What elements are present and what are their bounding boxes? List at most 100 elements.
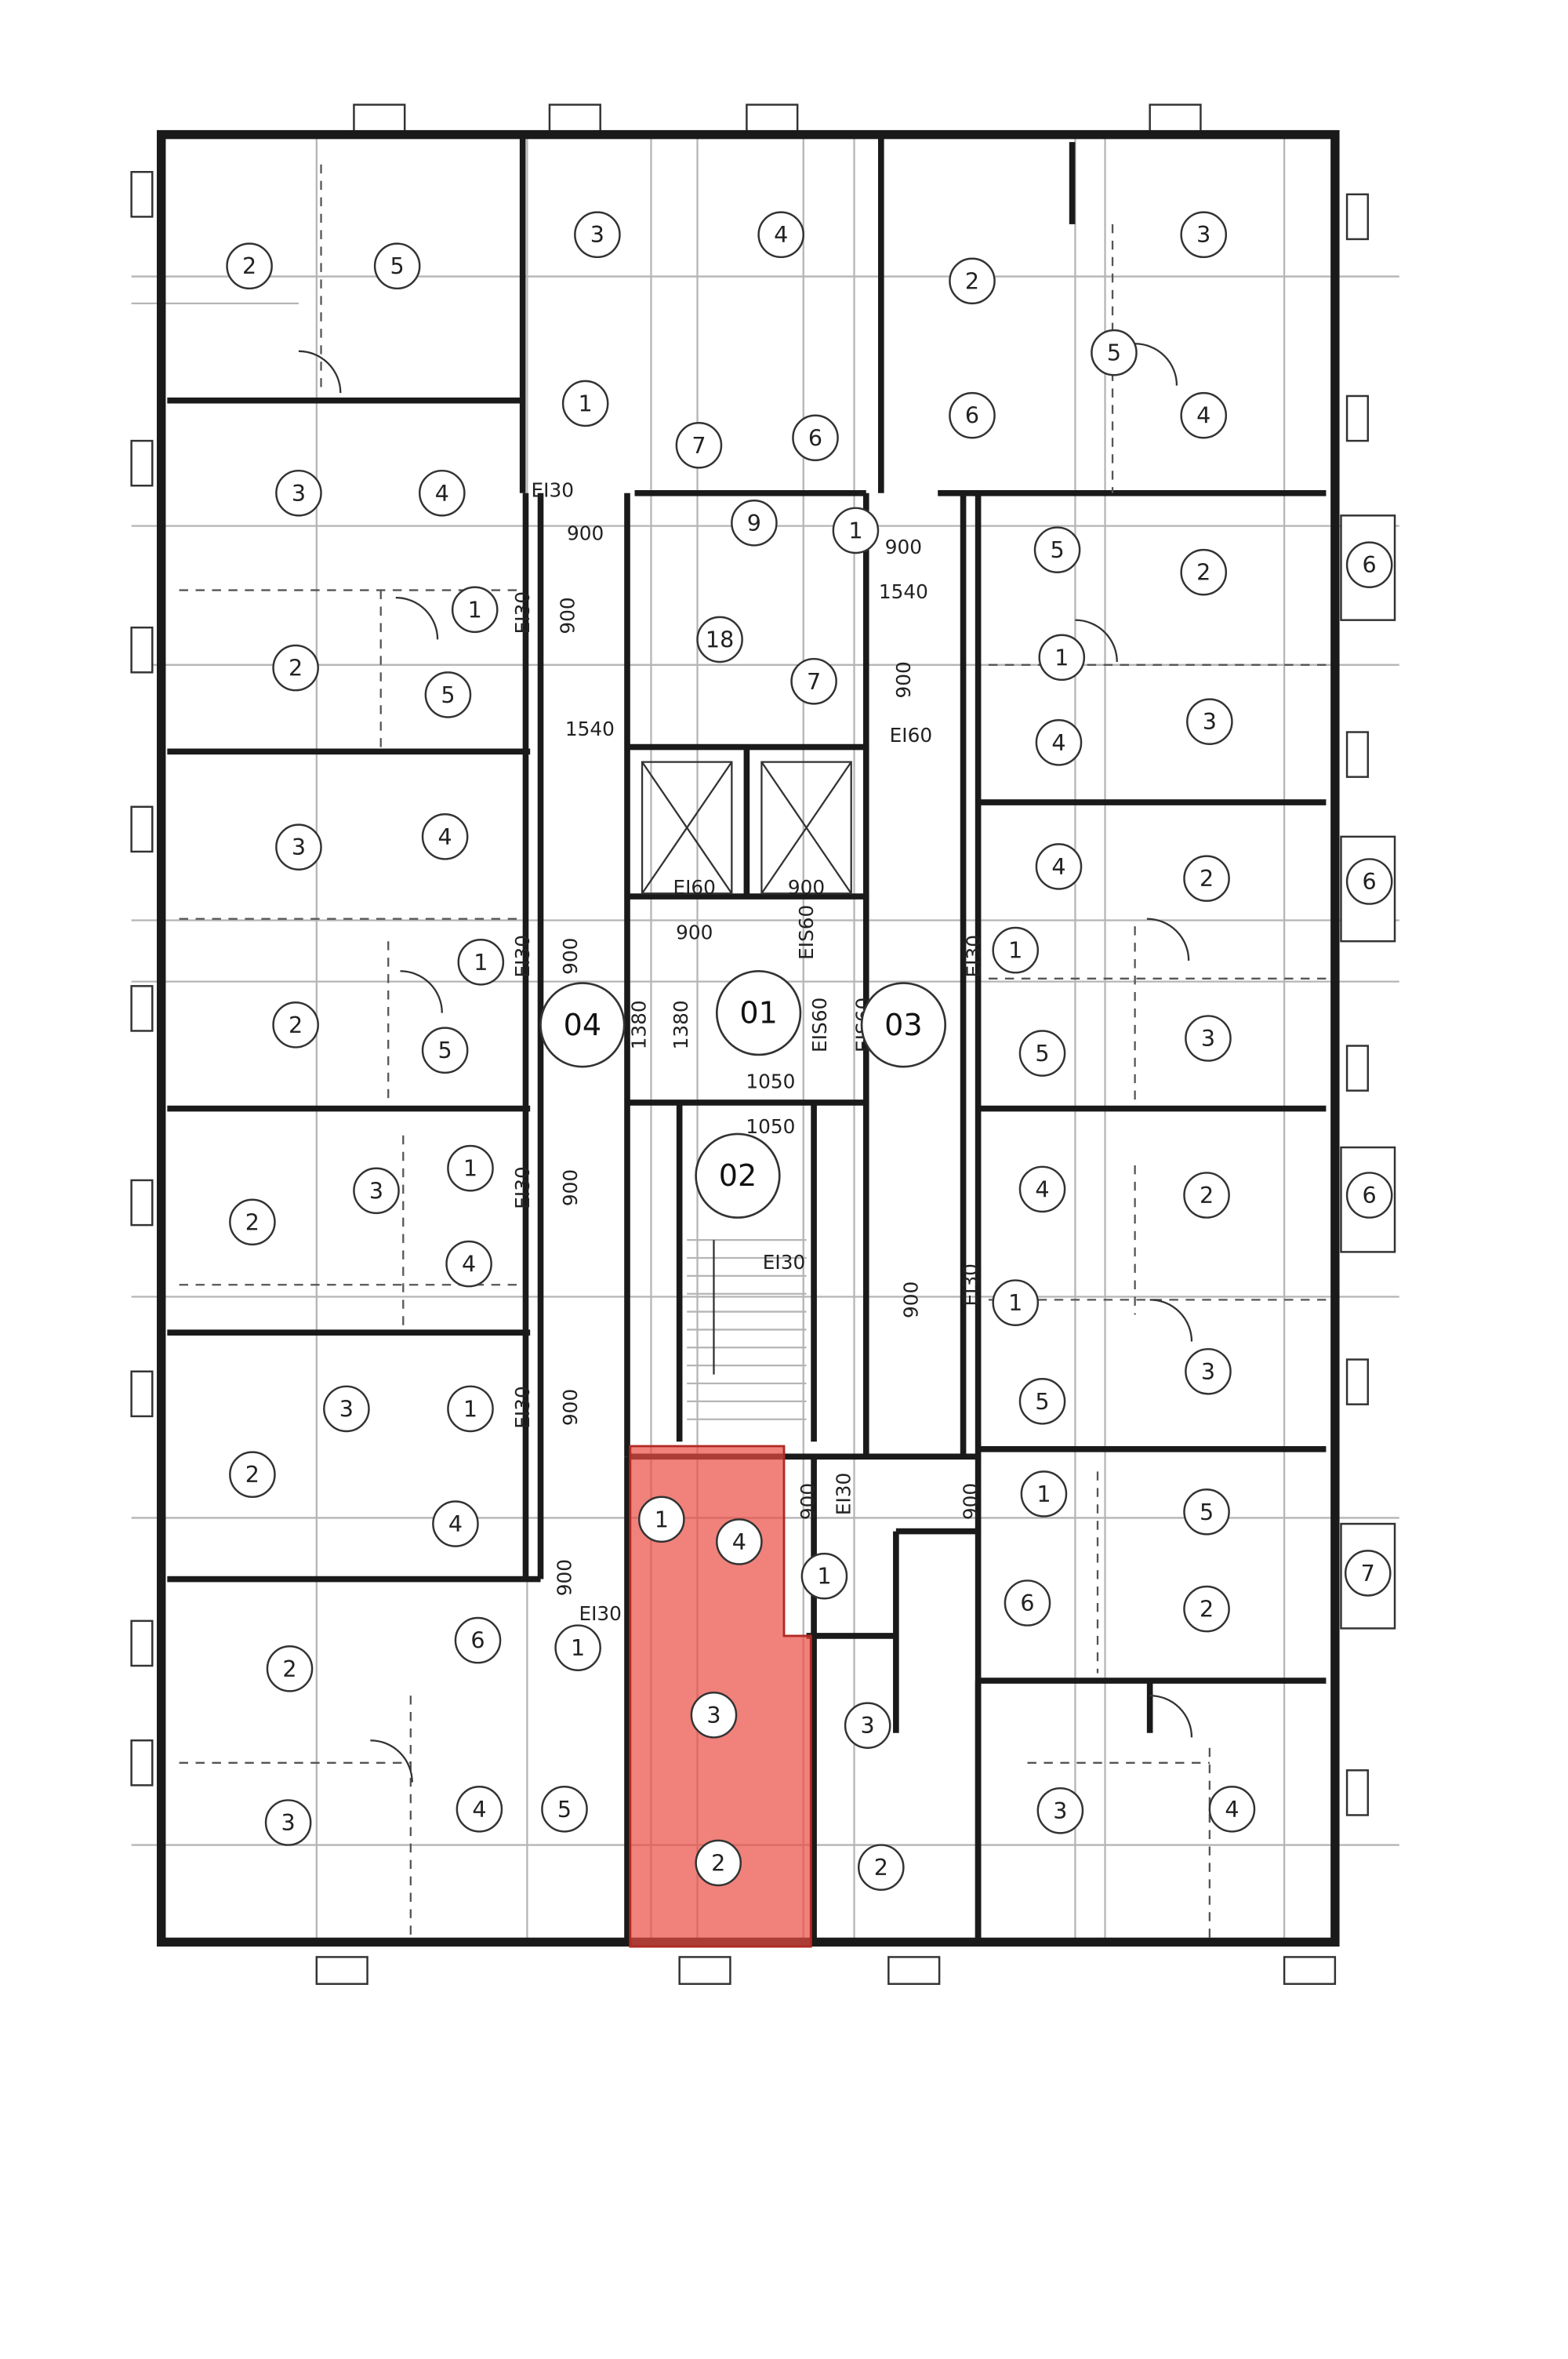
room-circle bbox=[275, 469, 322, 517]
room-marker: 3 bbox=[1036, 1787, 1084, 1834]
window bbox=[353, 104, 406, 133]
room-circle bbox=[1345, 541, 1393, 589]
room-circle bbox=[229, 1198, 276, 1246]
dimension-label: EI60 bbox=[673, 876, 715, 899]
room-circle bbox=[264, 1799, 312, 1846]
room-circle bbox=[1185, 1015, 1232, 1062]
room-circle bbox=[1345, 1172, 1393, 1219]
room-circle bbox=[858, 1844, 905, 1891]
room-marker: 5 bbox=[541, 1786, 588, 1833]
room-circle bbox=[1033, 526, 1081, 573]
room-number: 2 bbox=[289, 1012, 303, 1038]
dimension-label: EIS60 bbox=[808, 998, 831, 1052]
room-marker: 5 bbox=[421, 1027, 469, 1074]
room-marker: 1 bbox=[447, 1144, 494, 1192]
room-number: 4 bbox=[1051, 853, 1065, 880]
room-number: 6 bbox=[808, 424, 822, 451]
room-marker: 2 bbox=[1180, 548, 1228, 596]
room-circle bbox=[457, 939, 505, 986]
room-marker: 4 bbox=[1180, 391, 1228, 439]
room-circle bbox=[226, 242, 273, 290]
room-marker: 1 bbox=[451, 586, 499, 634]
dimension-label: 900 bbox=[885, 536, 922, 558]
room-circle bbox=[445, 1240, 492, 1288]
room-marker: 9 bbox=[731, 500, 778, 547]
room-circle bbox=[554, 1624, 601, 1671]
room-marker: 4 bbox=[456, 1786, 503, 1833]
core-number: 01 bbox=[739, 996, 777, 1030]
room-circle bbox=[1208, 1786, 1256, 1833]
room-circle bbox=[275, 823, 322, 871]
room-number: 1 bbox=[817, 1563, 831, 1590]
room-marker: 2 bbox=[695, 1839, 742, 1887]
room-number: 5 bbox=[438, 1037, 452, 1063]
room-number: 1 bbox=[1036, 1481, 1051, 1507]
room-marker: 7 bbox=[1344, 1550, 1392, 1597]
window bbox=[130, 1619, 154, 1667]
room-number: 5 bbox=[1050, 536, 1064, 563]
door-swing bbox=[1149, 1299, 1193, 1342]
room-number: 3 bbox=[861, 1712, 875, 1739]
room-circle bbox=[832, 507, 880, 554]
room-marker: 2 bbox=[858, 1844, 905, 1891]
room-circle bbox=[949, 391, 996, 439]
room-number: 1 bbox=[1054, 644, 1069, 671]
room-number: 2 bbox=[1200, 865, 1214, 892]
room-marker: 4 bbox=[1035, 843, 1083, 890]
room-number: 3 bbox=[369, 1177, 383, 1204]
room-number: 5 bbox=[1200, 1499, 1214, 1525]
elevator-cross bbox=[641, 761, 733, 894]
dimension-label: 1380 bbox=[628, 1000, 651, 1049]
room-number: 2 bbox=[245, 1209, 260, 1235]
room-circle bbox=[675, 422, 723, 469]
door-swing bbox=[1149, 1694, 1193, 1738]
room-circle bbox=[1004, 1579, 1051, 1627]
window bbox=[130, 1179, 154, 1227]
room-number: 2 bbox=[1200, 1182, 1214, 1209]
room-number: 1 bbox=[463, 1155, 477, 1182]
room-circle bbox=[695, 1839, 742, 1887]
room-marker: 4 bbox=[1035, 719, 1083, 766]
room-circle bbox=[456, 1786, 503, 1833]
room-circle bbox=[266, 1645, 314, 1692]
core-circle bbox=[539, 982, 626, 1068]
window bbox=[548, 104, 601, 133]
door-swing bbox=[395, 596, 439, 640]
room-number: 4 bbox=[1051, 729, 1065, 756]
room-circle bbox=[451, 586, 499, 634]
room-marker: 4 bbox=[418, 469, 466, 517]
room-number: 4 bbox=[472, 1796, 486, 1823]
dimension-label: EI30 bbox=[763, 1251, 805, 1274]
core-number: 02 bbox=[719, 1158, 757, 1193]
room-marker: 5 bbox=[1091, 329, 1138, 376]
core-number: 04 bbox=[564, 1008, 601, 1042]
room-marker: 3 bbox=[264, 1799, 312, 1846]
room-circle bbox=[1183, 855, 1230, 902]
dimension-label: 900 bbox=[788, 876, 825, 899]
room-number: 7 bbox=[807, 668, 821, 695]
core-marker: 03 bbox=[860, 982, 947, 1068]
dimension-label: EI30 bbox=[962, 935, 985, 977]
room-circle bbox=[1018, 1030, 1066, 1077]
core-marker: 02 bbox=[695, 1132, 781, 1219]
room-number: 2 bbox=[874, 1854, 888, 1881]
room-marker: 3 bbox=[574, 211, 621, 259]
room-number: 6 bbox=[965, 402, 979, 429]
room-number: 1 bbox=[571, 1634, 585, 1661]
core-marker: 01 bbox=[715, 969, 802, 1056]
room-circle bbox=[992, 926, 1040, 974]
room-marker: 7 bbox=[790, 657, 837, 705]
window bbox=[1149, 104, 1202, 133]
room-number: 5 bbox=[1035, 1040, 1049, 1067]
room-marker: 5 bbox=[424, 671, 472, 718]
window bbox=[130, 1370, 154, 1418]
room-marker: 6 bbox=[792, 414, 839, 462]
room-marker: 3 bbox=[1185, 1347, 1232, 1395]
elevator-cross bbox=[760, 761, 852, 894]
window bbox=[130, 1739, 154, 1787]
room-marker: 4 bbox=[432, 1500, 479, 1547]
core-labels: 01 02 03 04 bbox=[539, 969, 947, 1219]
core-number: 03 bbox=[884, 1008, 922, 1042]
room-marker: 18 bbox=[696, 616, 743, 663]
